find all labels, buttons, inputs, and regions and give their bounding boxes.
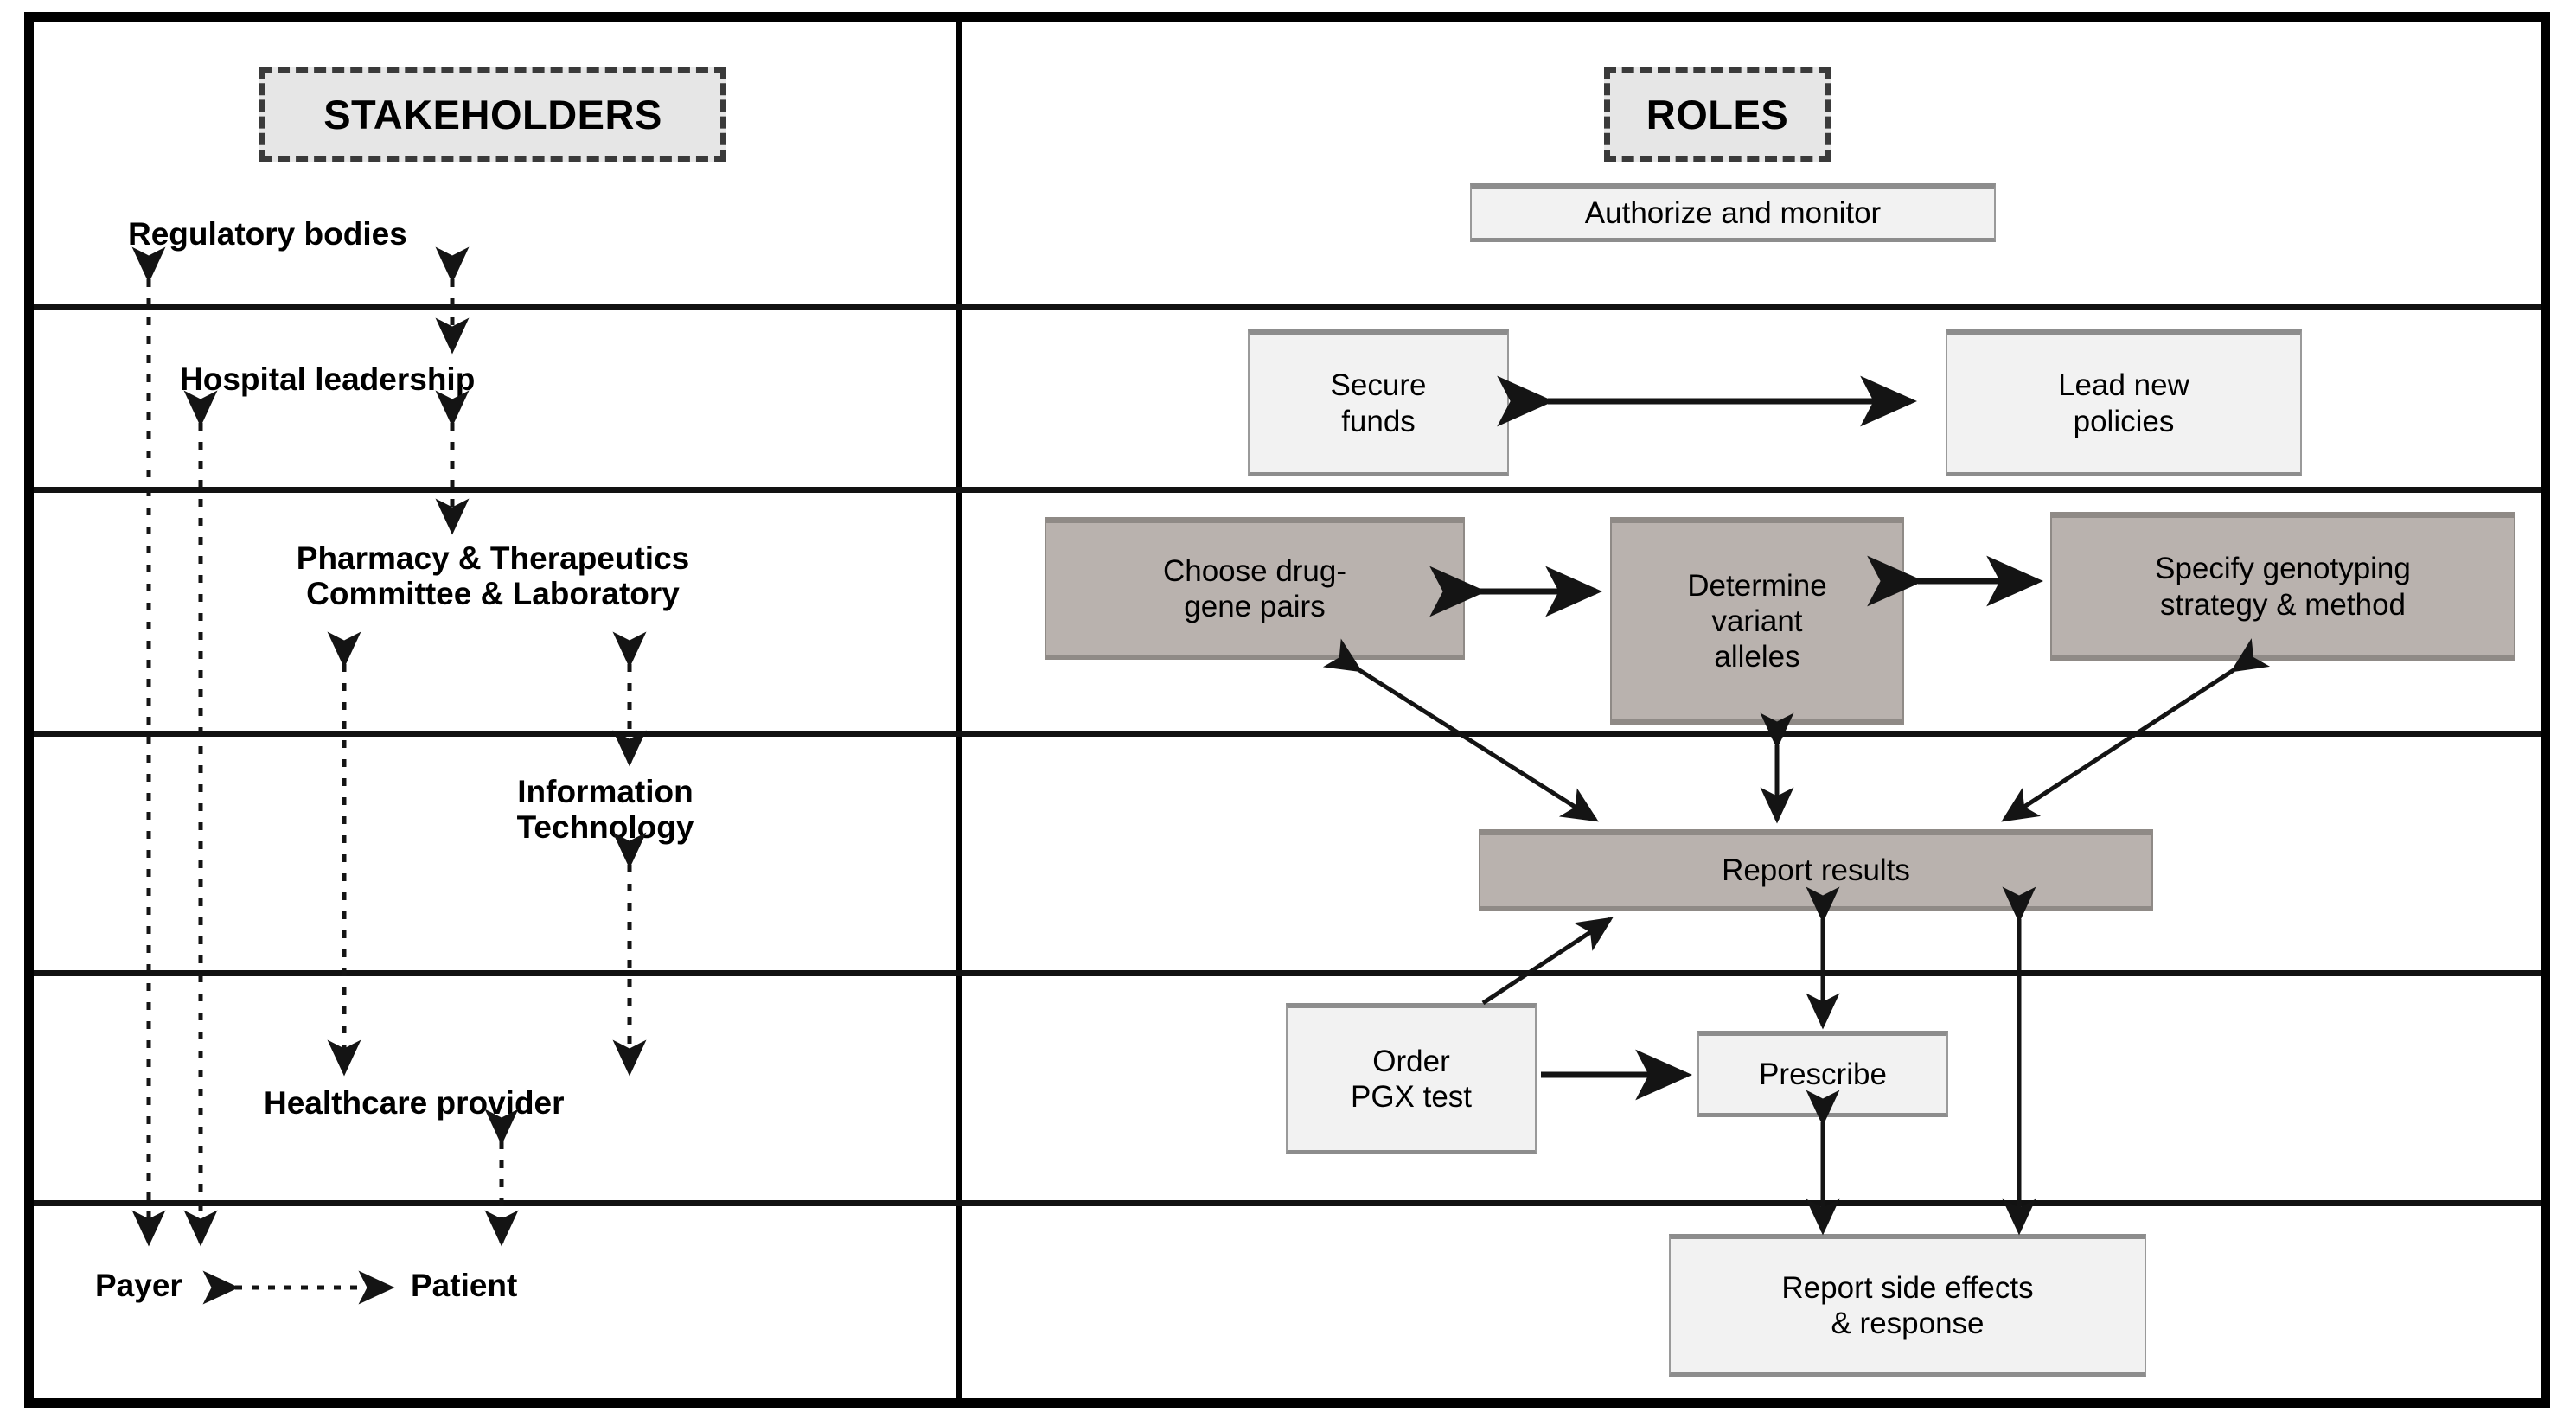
- role-box-authorize-and-monitor[interactable]: Authorize and monitor: [1470, 183, 1996, 242]
- role-label-line2: PGX test: [1350, 1080, 1473, 1114]
- role-label: Prescribe: [1759, 1057, 1887, 1091]
- role-box-determine-variant-alleles[interactable]: Determine variant alleles: [1610, 517, 1904, 725]
- stakeholder-label-line1: Pharmacy & Therapeutics: [296, 540, 690, 576]
- role-box-choose-drug-gene-pairs[interactable]: Choose drug- gene pairs: [1045, 517, 1465, 660]
- role-label-line2: strategy & method: [2159, 587, 2407, 622]
- stakeholder-label-text: Payer: [95, 1268, 182, 1303]
- role-box-order-pgx-test[interactable]: Order PGX test: [1286, 1003, 1537, 1154]
- stakeholders-header-chip: STAKEHOLDERS: [259, 67, 726, 162]
- role-label-line2: variant: [1711, 604, 1803, 638]
- role-label-line1: Choose drug-: [1162, 553, 1347, 588]
- lane-divider-2: [34, 487, 2541, 493]
- role-label-line1: Specify genotyping: [2155, 552, 2411, 586]
- lane-divider-1: [34, 304, 2541, 310]
- role-label-line2: gene pairs: [1184, 590, 1326, 623]
- role-box-prescribe[interactable]: Prescribe: [1697, 1031, 1948, 1117]
- role-label-line2: & response: [1831, 1307, 1985, 1340]
- stakeholder-label-text: Patient: [411, 1268, 518, 1303]
- role-box-specify-genotyping-strategy[interactable]: Specify genotyping strategy & method: [2050, 512, 2515, 661]
- roles-header-label: ROLES: [1646, 91, 1789, 137]
- role-label-line1: Secure: [1330, 368, 1427, 403]
- role-box-report-results[interactable]: Report results: [1479, 829, 2153, 911]
- role-box-secure-funds[interactable]: Secure funds: [1248, 329, 1509, 476]
- role-label: Report results: [1722, 853, 1910, 888]
- stakeholder-label-line2: Committee & Laboratory: [306, 576, 680, 612]
- column-divider: [956, 22, 962, 1403]
- role-label-line1: Order: [1372, 1044, 1450, 1078]
- role-box-lead-new-policies[interactable]: Lead new policies: [1946, 329, 2302, 476]
- role-label-line2: policies: [2073, 404, 2175, 438]
- lane-divider-5: [34, 1200, 2541, 1206]
- stakeholder-pt-committee-laboratory: Pharmacy & Therapeutics Committee & Labo…: [212, 540, 774, 612]
- stakeholder-healthcare-provider: Healthcare provider: [264, 1085, 565, 1121]
- role-label-line2: funds: [1341, 404, 1416, 438]
- role-box-report-side-effects[interactable]: Report side effects & response: [1669, 1234, 2146, 1377]
- stakeholder-regulatory-bodies: Regulatory bodies: [128, 216, 407, 252]
- stakeholder-label-line1: Information: [517, 774, 694, 809]
- stakeholder-label-text: Hospital leadership: [180, 361, 476, 397]
- stakeholder-label-line2: Technology: [516, 809, 694, 846]
- role-label-line1: Determine: [1687, 568, 1827, 603]
- lane-divider-3: [34, 731, 2541, 737]
- lane-divider-4: [34, 970, 2541, 976]
- role-label-line1: Report side effects: [1781, 1270, 2034, 1305]
- role-label-line1: Lead new: [2058, 368, 2189, 403]
- stakeholder-label-text: Healthcare provider: [264, 1085, 565, 1121]
- role-label: Authorize and monitor: [1584, 195, 1882, 230]
- stakeholder-patient: Patient: [411, 1268, 517, 1303]
- stakeholder-label-text: Regulatory bodies: [128, 216, 407, 252]
- stakeholder-information-technology: Information Technology: [424, 774, 787, 846]
- stakeholder-hospital-leadership: Hospital leadership: [180, 361, 475, 397]
- roles-header-chip: ROLES: [1604, 67, 1831, 162]
- role-label-line3: alleles: [1714, 640, 1800, 674]
- stakeholders-header-label: STAKEHOLDERS: [323, 91, 662, 137]
- stakeholder-payer: Payer: [95, 1268, 182, 1303]
